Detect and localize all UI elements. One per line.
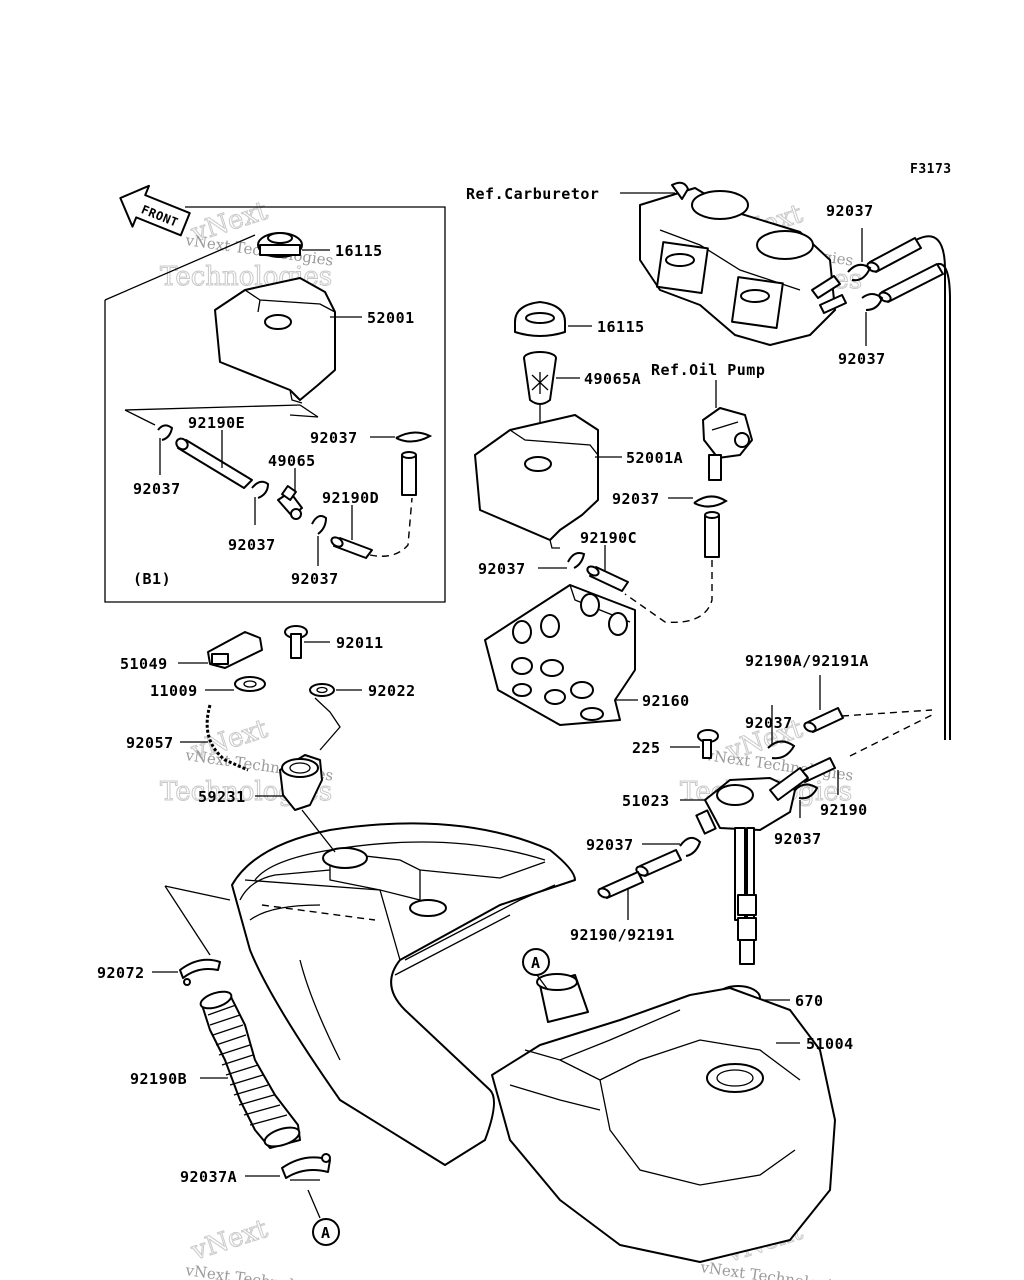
- hose-vertical-2: [704, 511, 720, 558]
- part-label: 51004: [806, 1035, 854, 1053]
- part-label: 92190E: [188, 414, 245, 432]
- hose-top-right: [866, 237, 944, 303]
- part-label: 92022: [368, 682, 416, 700]
- part-label: 92072: [97, 964, 145, 982]
- clamp-92037: [567, 552, 586, 569]
- clamp-92037: [395, 431, 433, 443]
- part-label: 92190A/92191A: [745, 652, 869, 670]
- bolt-92011: [284, 625, 308, 659]
- clamp-92037: [861, 293, 884, 311]
- cap-51049: [207, 631, 263, 669]
- part-label: 92190D: [322, 489, 379, 507]
- clamp-92037: [311, 515, 328, 535]
- clamp-92037: [767, 740, 796, 760]
- part-label: 16115: [597, 318, 645, 336]
- clamp-92037: [693, 495, 728, 508]
- part-label: 92037: [774, 830, 822, 848]
- part-label: 16115: [335, 242, 383, 260]
- callout-circle: [312, 1218, 340, 1246]
- hose-92190A: [803, 707, 844, 733]
- part-label: 92037: [745, 714, 793, 732]
- clamp-92037: [794, 783, 819, 800]
- fuel-tank-51004: [491, 973, 836, 1263]
- fuel-filler-cap: [514, 301, 566, 337]
- fuel-valve-51023: [695, 767, 809, 965]
- filler-neck-59231: [279, 754, 323, 811]
- part-label: 92037: [310, 429, 358, 447]
- filter-49065: [277, 485, 303, 520]
- gasket-11009: [234, 676, 266, 692]
- clamp-92037: [251, 480, 270, 499]
- part-label: 92037: [612, 490, 660, 508]
- carburetor-assembly: [639, 181, 847, 346]
- figure-code: F3173: [910, 162, 952, 177]
- clamp-92037: [847, 263, 872, 282]
- part-label: 52001A: [626, 449, 683, 467]
- part-label: 92037: [838, 350, 886, 368]
- hose-vertical: [401, 451, 417, 496]
- ref-oil-pump: Ref.Oil Pump: [651, 361, 765, 379]
- clamp-92072: [179, 958, 221, 986]
- front-arrow: FRONT: [119, 184, 191, 237]
- hose-92190D: [330, 536, 373, 559]
- part-label: 92057: [126, 734, 174, 752]
- oil-tank: [214, 277, 336, 404]
- part-label: 51023: [622, 792, 670, 810]
- svg-text:vNext Technologies: vNext Technologies: [183, 1261, 334, 1280]
- part-label: 11009: [150, 682, 198, 700]
- callout-label: A: [321, 1224, 331, 1242]
- clamp-92037: [157, 424, 174, 441]
- svg-text:vNext Technologies: vNext Technologies: [698, 1258, 849, 1280]
- callout-circle: [522, 948, 550, 976]
- inset-label: (B1): [133, 570, 171, 588]
- part-label: 225: [632, 739, 661, 757]
- ref-carburetor: Ref.Carburetor: [466, 185, 599, 203]
- chain-92057: [205, 704, 249, 772]
- callout-label: A: [531, 954, 541, 972]
- part-label: 92190/92191: [570, 926, 675, 944]
- part-label: 92037: [133, 480, 181, 498]
- part-label: 92011: [336, 634, 384, 652]
- part-label: 92160: [642, 692, 690, 710]
- part-label: 59231: [198, 788, 246, 806]
- oil-tank-cap: [257, 232, 303, 258]
- hose-92190E: [175, 437, 253, 489]
- part-label: 49065: [268, 452, 316, 470]
- washer-92022: [309, 683, 335, 697]
- bracket-92160: [484, 584, 636, 726]
- part-label: 92037A: [180, 1168, 237, 1186]
- part-label: 92037: [228, 536, 276, 554]
- part-label: 92190B: [130, 1070, 187, 1088]
- part-label: 92037: [826, 202, 874, 220]
- part-label: 92037: [478, 560, 526, 578]
- part-label: 92190: [820, 801, 868, 819]
- hose-92190C: [586, 565, 629, 592]
- oil-tank-52001A: [474, 414, 599, 549]
- part-label: 49065A: [584, 370, 641, 388]
- part-label: 92037: [586, 836, 634, 854]
- part-label: 52001: [367, 309, 415, 327]
- bellows-hose-92190B: [199, 990, 301, 1149]
- clamp-92037A: [281, 1153, 331, 1179]
- clamp-92037: [679, 836, 702, 857]
- inset-box: (B1) 16115 52001 92190E: [104, 206, 446, 603]
- part-label: 92037: [291, 570, 339, 588]
- hose-92190-92191: [597, 849, 682, 899]
- svg-text:vNext: vNext: [187, 1214, 272, 1267]
- hull-body: [231, 822, 576, 1166]
- part-label: 92190C: [580, 529, 637, 547]
- part-label: 51049: [120, 655, 168, 673]
- strainer-49065A: [523, 351, 557, 405]
- oil-pump: [702, 407, 753, 481]
- part-label: 670: [795, 992, 824, 1010]
- screw-225: [697, 729, 719, 759]
